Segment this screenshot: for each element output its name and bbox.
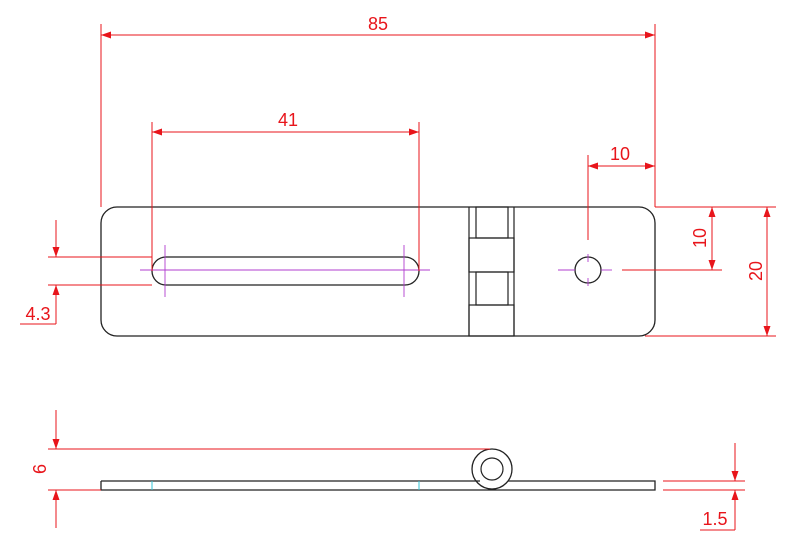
slot-outline <box>151 256 420 286</box>
dimension-label-41: 41 <box>278 110 298 130</box>
dimension-label-6: 6 <box>30 464 50 474</box>
center-lines <box>140 245 612 297</box>
knuckle-outer-circle <box>471 448 513 490</box>
top-view: 85 41 10 10 20 <box>20 14 776 337</box>
hidden-lines <box>151 481 420 490</box>
dimension-label-20: 20 <box>746 261 766 281</box>
dimension-thickness <box>663 443 745 531</box>
dimension-slot-width <box>20 220 152 325</box>
dimension-label-4-3: 4.3 <box>25 304 50 324</box>
dimension-label-10-horizontal: 10 <box>610 144 630 164</box>
hinge-knuckle <box>468 206 515 337</box>
dimension-knuckle-height <box>48 410 490 528</box>
side-view: 6 1.5 <box>30 410 745 531</box>
dimension-overall-width <box>645 206 776 337</box>
dimension-hole-center-height <box>622 206 722 271</box>
dimension-label-85: 85 <box>368 14 388 34</box>
dimension-overall-length <box>100 24 656 207</box>
dimension-slot-length <box>151 122 420 271</box>
dimension-label-10-vertical: 10 <box>690 228 710 248</box>
side-plate-outline <box>100 480 656 491</box>
hinge-plate-outline <box>100 206 656 337</box>
dimension-hole-offset <box>587 155 655 240</box>
dimension-label-1-5: 1.5 <box>702 509 727 529</box>
knuckle-pin-circle <box>480 457 504 481</box>
